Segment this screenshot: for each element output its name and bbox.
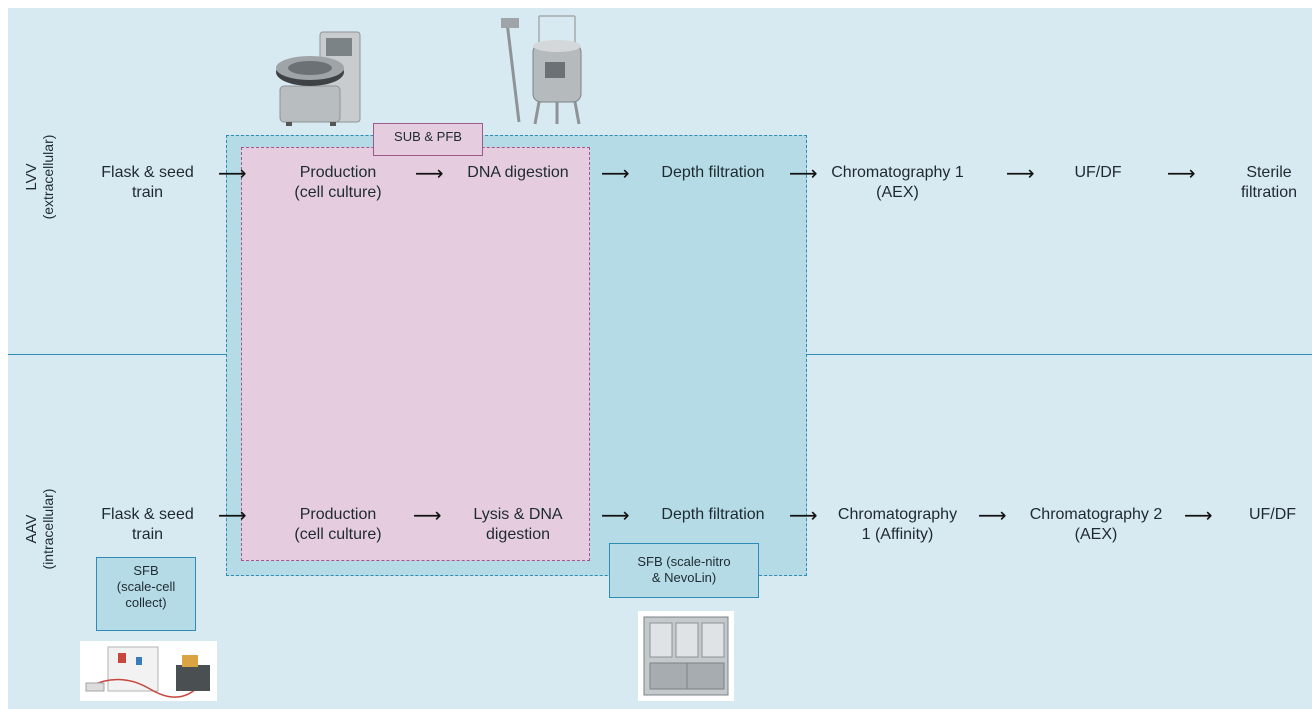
arrow-icon: ⟶ [789,163,818,183]
tag-sub-pfb: SUB & PFB [373,123,483,156]
aav-step-production: Production (cell culture) [268,505,408,545]
arrow-icon: ⟶ [218,163,247,183]
lvv-step-flask: Flask & seed train [90,163,205,203]
tag-sfb-nitro: SFB (scale-nitro & NevoLin) [609,543,759,598]
lvv-step-chromatography-1: Chromatography 1 (AEX) [820,163,975,203]
cell-collect-system-icon [80,641,217,701]
lvv-step-dna-digestion: DNA digestion [458,163,578,183]
arrow-icon: ⟶ [601,505,630,525]
centrifuge-equipment-icon [272,26,364,128]
aav-step-chromatography-2: Chromatography 2 (AEX) [1016,505,1176,545]
row-label-lvv: LVV (extracellular) [23,77,57,277]
lvv-step-uf-df: UF/DF [1063,163,1133,183]
aav-step-uf-df: UF/DF [1240,505,1305,525]
tag-sfb-cell-collect: SFB (scale-cell collect) [96,557,196,631]
lvv-step-sterile-filtration: Sterile filtration [1228,163,1310,203]
arrow-icon: ⟶ [789,505,818,525]
lvv-step-production: Production (cell culture) [268,163,408,203]
filtration-skid-icon [638,611,734,701]
aav-step-depth-filtration: Depth filtration [643,505,783,525]
lvv-step-depth-filtration: Depth filtration [643,163,783,183]
arrow-icon: ⟶ [601,163,630,183]
aav-step-lysis: Lysis & DNA digestion [458,505,578,545]
row-label-aav: AAV (intracellular) [23,429,57,629]
bioreactor-equipment-icon [497,14,587,127]
arrow-icon: ⟶ [1184,505,1213,525]
arrow-icon: ⟶ [413,505,442,525]
single-use-zone [241,147,590,561]
arrow-icon: ⟶ [1006,163,1035,183]
arrow-icon: ⟶ [1167,163,1196,183]
aav-step-chromatography-1: Chromatography 1 (Affinity) [820,505,975,545]
aav-step-flask: Flask & seed train [90,505,205,545]
arrow-icon: ⟶ [978,505,1007,525]
arrow-icon: ⟶ [415,163,444,183]
arrow-icon: ⟶ [218,505,247,525]
